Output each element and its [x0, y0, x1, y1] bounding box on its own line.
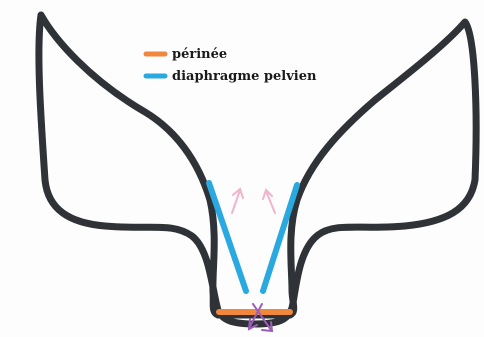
pelvis-outline: [39, 15, 476, 324]
arrow-up-right: [263, 190, 275, 213]
legend: périnée diaphragme pelvien: [146, 47, 317, 84]
arrow-up-left: [232, 189, 243, 213]
legend-label-perinee: périnée: [172, 47, 227, 62]
legend-label-diaphragme: diaphragme pelvien: [172, 69, 317, 84]
